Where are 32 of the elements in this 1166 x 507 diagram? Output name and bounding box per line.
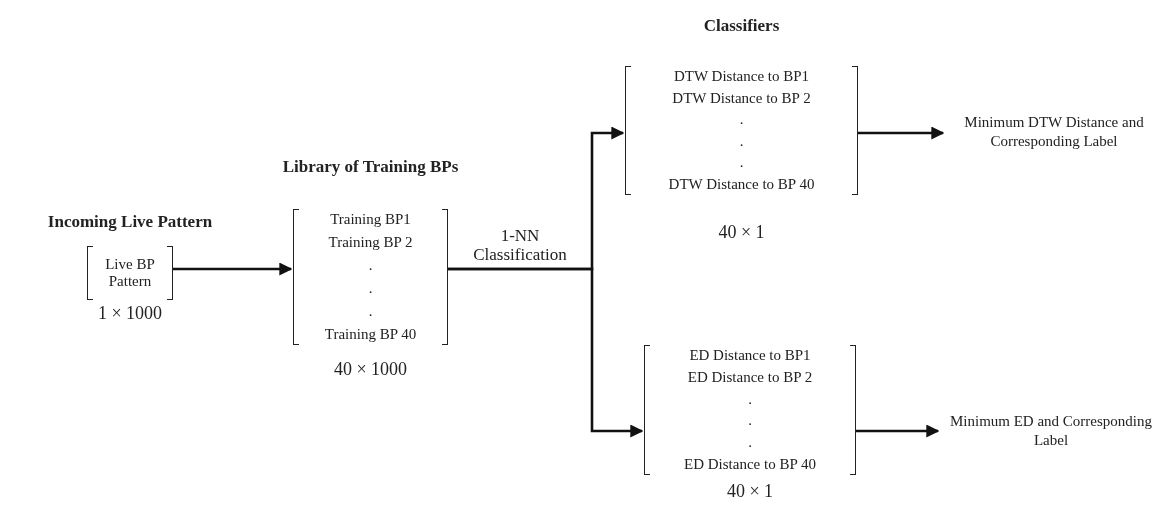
matrix-entry: . bbox=[368, 303, 373, 320]
heading: Library of Training BPs bbox=[282, 157, 459, 177]
matrix-entry: ED Distance to BP 2 bbox=[687, 368, 813, 386]
matrix-entry: ED Distance to BP1 bbox=[689, 347, 811, 364]
matrix-entry: . bbox=[739, 132, 744, 150]
matrix-entry: . bbox=[368, 280, 373, 297]
matrix-entry: . bbox=[739, 111, 744, 129]
output-text: Minimum DTW Distance and Corresponding Label bbox=[963, 113, 1145, 151]
matrix-entry: . bbox=[748, 412, 752, 430]
matrix-entry: Training BP 2 bbox=[328, 234, 413, 251]
arrow bbox=[448, 267, 644, 438]
matrix-entry: . bbox=[739, 154, 744, 172]
dimension-label: 1 × 1000 bbox=[97, 303, 163, 324]
heading: Incoming Live Pattern bbox=[47, 212, 213, 232]
arrow bbox=[173, 262, 293, 276]
heading: Classifiers bbox=[703, 16, 780, 36]
dimension-label: 40 × 1 bbox=[726, 481, 774, 502]
matrix-entry: Live BP Pattern bbox=[104, 256, 156, 290]
matrix-entry: . bbox=[368, 257, 373, 274]
output-text: Minimum ED and Corresponding Label bbox=[948, 412, 1154, 450]
dimension-label: 40 × 1 bbox=[718, 222, 765, 243]
matrix-entry: Training BP1 bbox=[330, 211, 411, 228]
matrix-entry: Training BP 40 bbox=[324, 326, 417, 343]
matrix-entry: . bbox=[748, 434, 752, 452]
matrix-entry: . bbox=[748, 390, 752, 408]
matrix-entry: DTW Distance to BP1 bbox=[673, 68, 810, 85]
matrix-entry: ED Distance to BP 40 bbox=[684, 456, 816, 473]
matrix-entry: DTW Distance to BP 2 bbox=[672, 89, 811, 107]
dimension-label: 40 × 1000 bbox=[333, 359, 408, 380]
matrix-entry: DTW Distance to BP 40 bbox=[668, 175, 815, 193]
arrow bbox=[858, 126, 945, 140]
arrow bbox=[856, 424, 940, 438]
